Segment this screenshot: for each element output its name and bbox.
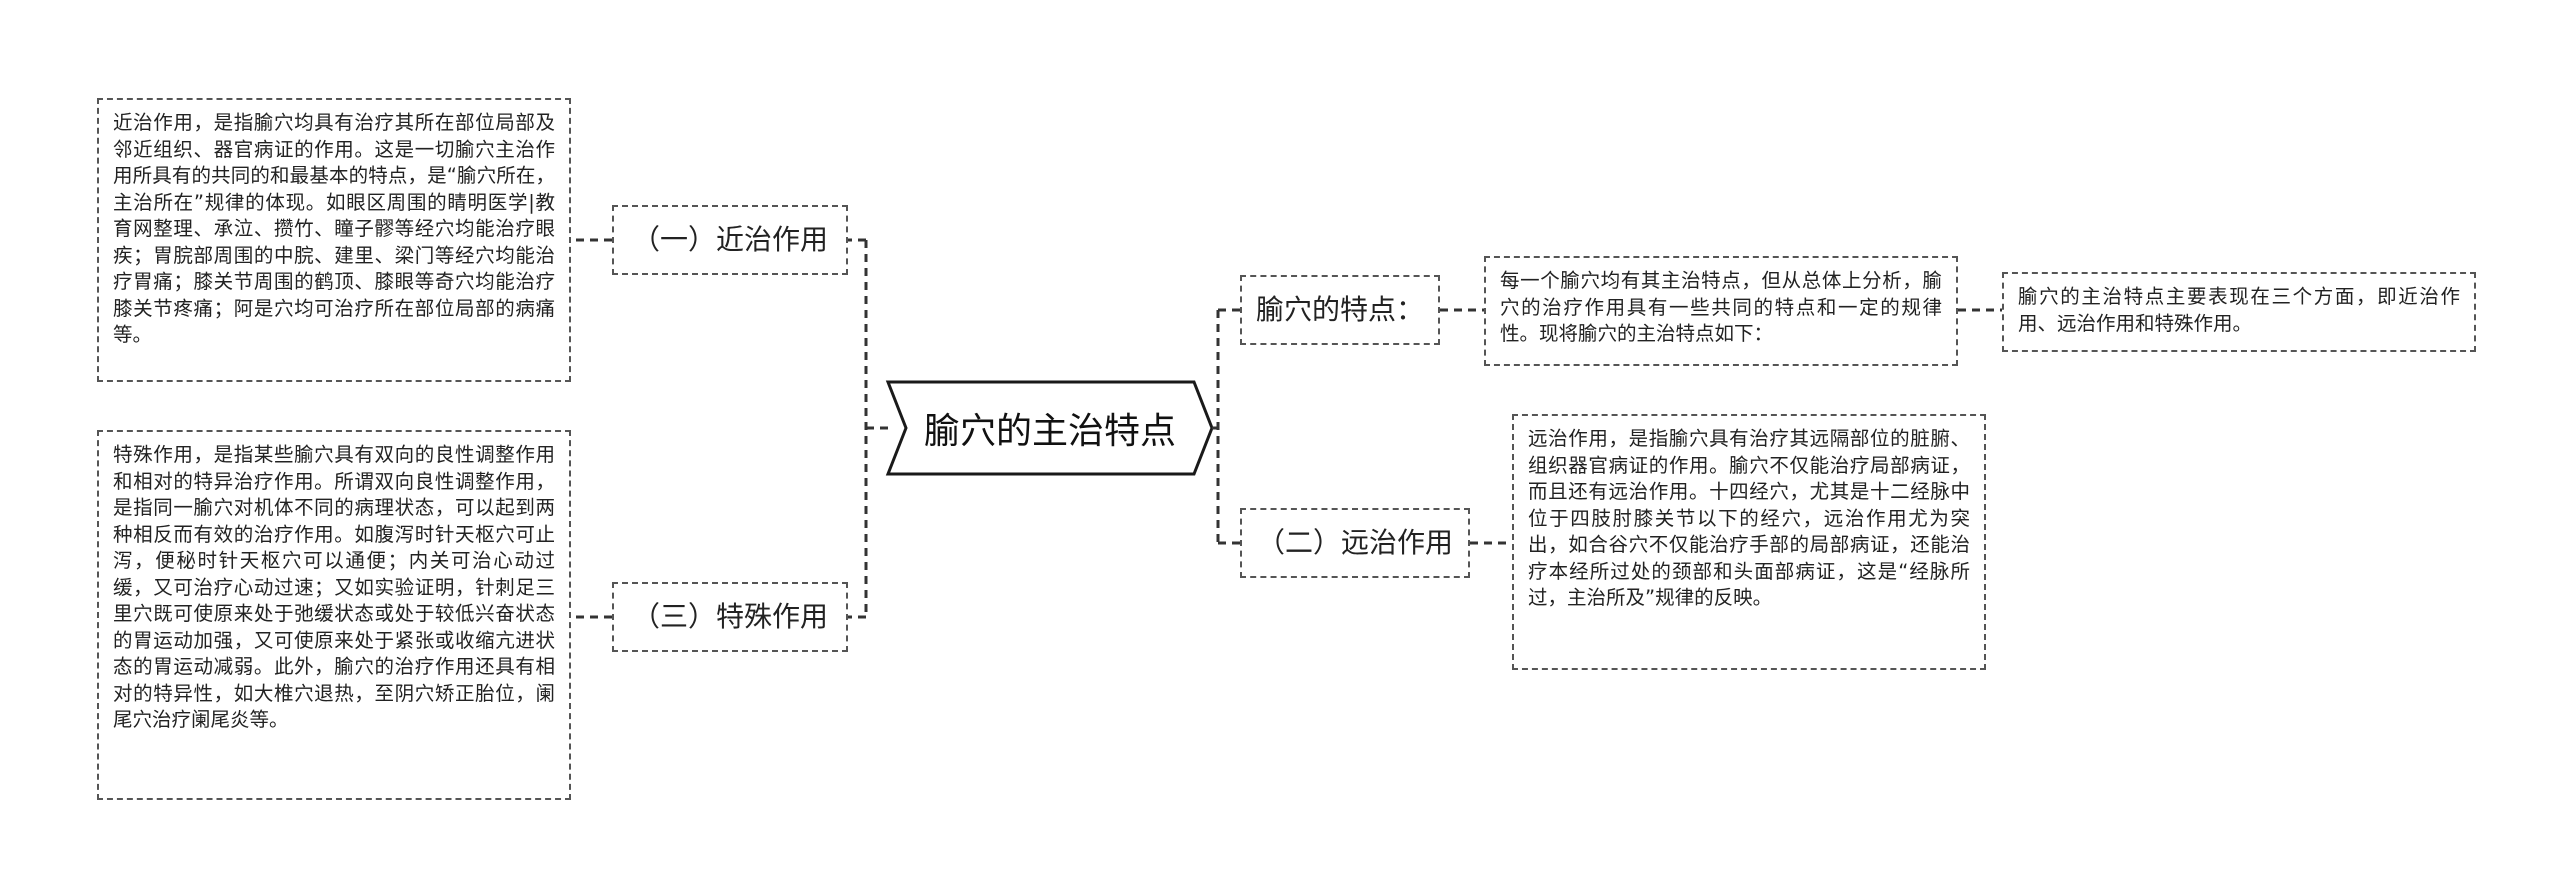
subdetail-acupoint-features[interactable]: 腧穴的主治特点主要表现在三个方面，即近治作用、远治作用和特殊作用。 <box>2002 272 2476 352</box>
branch-near-treatment-label: （一）近治作用 <box>631 223 828 256</box>
detail-far-treatment[interactable]: 远治作用，是指腧穴具有治疗其远隔部位的脏腑、组织器官病证的作用。腧穴不仅能治疗局… <box>1512 414 1986 670</box>
branch-far-treatment-label: （二）远治作用 <box>1256 526 1453 559</box>
branch-far-treatment[interactable]: （二）远治作用 <box>1240 508 1470 578</box>
branch-acupoint-features-label: 腧穴的特点： <box>1255 293 1424 326</box>
detail-special-treatment[interactable]: 特殊作用，是指某些腧穴具有双向的良性调整作用和相对的特异治疗作用。所谓双向良性调… <box>97 430 571 800</box>
detail-near-treatment[interactable]: 近治作用，是指腧穴均具有治疗其所在部位局部及邻近组织、器官病证的作用。这是一切腧… <box>97 98 571 382</box>
detail-acupoint-features-text: 每一个腧穴均有其主治特点，但从总体上分析，腧穴的治疗作用具有一些共同的特点和一定… <box>1500 269 1942 345</box>
detail-acupoint-features[interactable]: 每一个腧穴均有其主治特点，但从总体上分析，腧穴的治疗作用具有一些共同的特点和一定… <box>1484 256 1958 366</box>
branch-near-treatment[interactable]: （一）近治作用 <box>612 205 848 275</box>
root-topic-label: 腧穴的主治特点 <box>923 411 1176 452</box>
detail-near-treatment-text: 近治作用，是指腧穴均具有治疗其所在部位局部及邻近组织、器官病证的作用。这是一切腧… <box>113 111 555 346</box>
root-topic[interactable]: 腧穴的主治特点 <box>888 382 1212 474</box>
branch-special-treatment[interactable]: （三）特殊作用 <box>612 582 848 652</box>
detail-far-treatment-text: 远治作用，是指腧穴具有治疗其远隔部位的脏腑、组织器官病证的作用。腧穴不仅能治疗局… <box>1528 427 1970 609</box>
subdetail-acupoint-features-text: 腧穴的主治特点主要表现在三个方面，即近治作用、远治作用和特殊作用。 <box>2018 285 2460 335</box>
branch-acupoint-features[interactable]: 腧穴的特点： <box>1240 275 1440 345</box>
detail-special-treatment-text: 特殊作用，是指某些腧穴具有双向的良性调整作用和相对的特异治疗作用。所谓双向良性调… <box>113 443 555 731</box>
branch-special-treatment-label: （三）特殊作用 <box>631 600 828 633</box>
